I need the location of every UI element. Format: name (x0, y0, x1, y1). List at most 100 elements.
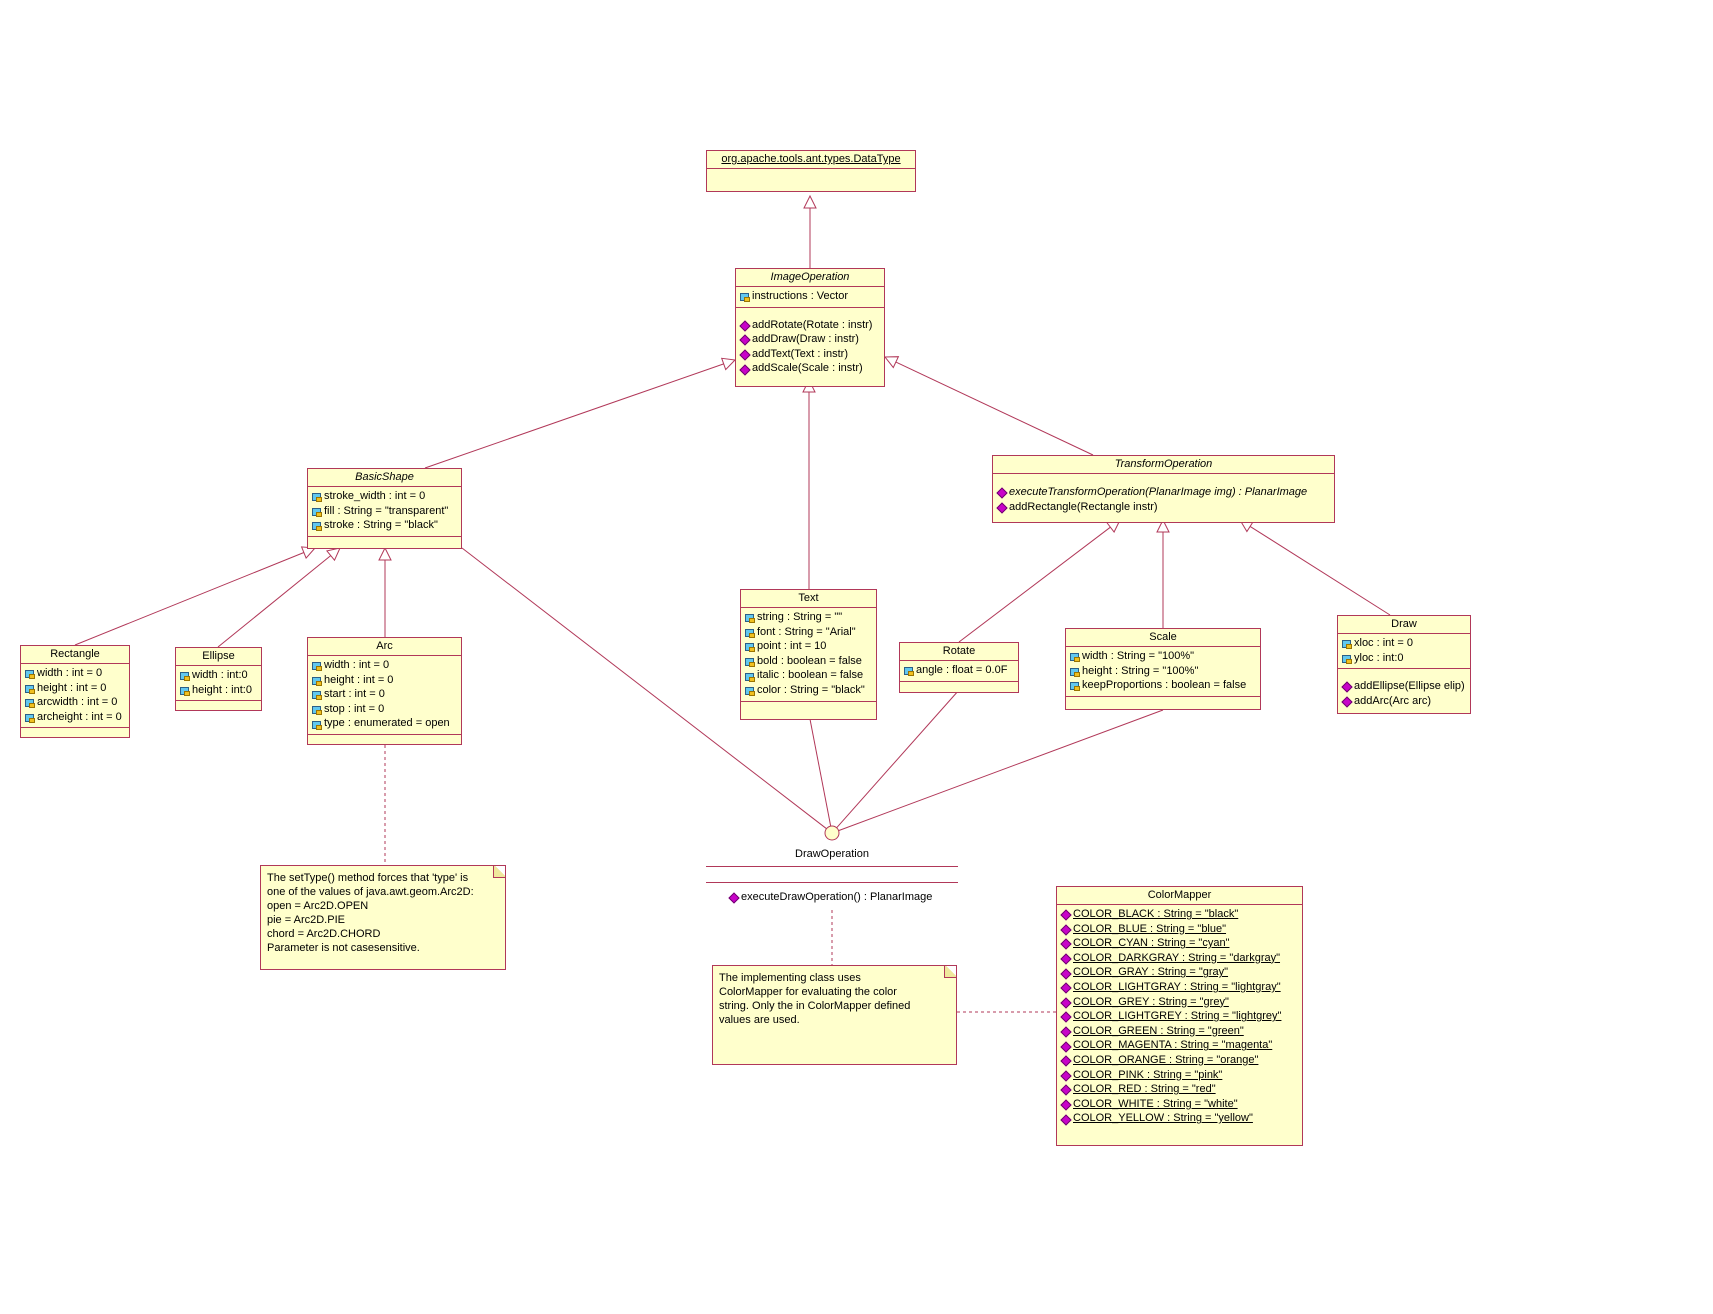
class-title: Text (798, 592, 819, 604)
attribute-row: stroke : String = "black" (311, 518, 459, 533)
interface-name: DrawOperation (795, 848, 869, 860)
class-rotate[interactable]: Rotate angle : float = 0.0F (899, 642, 1019, 693)
operation-icon (1060, 997, 1070, 1007)
arrowhead (720, 357, 737, 371)
operation-row: COLOR_PINK : String = "pink" (1060, 1068, 1300, 1083)
empty-compartment (707, 168, 915, 191)
interface-operations: executeDrawOperation() : PlanarImage (706, 883, 958, 905)
attribute-row: instructions : Vector (739, 289, 882, 304)
attribute-row: stroke_width : int = 0 (311, 489, 459, 504)
attribute-icon (311, 704, 322, 716)
generalization-transformoperation-to-imageoperation (895, 361, 1094, 456)
interface-drawoperation[interactable]: DrawOperation executeDrawOperation() : P… (706, 846, 958, 905)
operation-row: COLOR_GRAY : String = "gray" (1060, 965, 1300, 980)
operation-icon (1060, 953, 1070, 963)
operation-row: COLOR_GREEN : String = "green" (1060, 1024, 1300, 1039)
member-text: angle : float = 0.0F (916, 664, 1008, 676)
member-text: height : int = 0 (324, 673, 394, 686)
member-text: COLOR_DARKGRAY : String = "darkgray" (1073, 951, 1281, 964)
operation-row: COLOR_MAGENTA : String = "magenta" (1060, 1038, 1300, 1053)
attributes-compartment: instructions : Vector (736, 286, 884, 307)
member-text: addArc(Arc arc) (1354, 694, 1432, 707)
operation-icon (996, 487, 1006, 497)
empty-compartment (176, 700, 261, 710)
member-text: start : int = 0 (324, 688, 385, 701)
note-line: pie = Arc2D.PIE (267, 914, 345, 926)
class-datatype[interactable]: org.apache.tools.ant.types.DataType (706, 150, 916, 192)
member-text: COLOR_MAGENTA : String = "magenta" (1073, 1039, 1273, 1052)
operation-row: COLOR_BLUE : String = "blue" (1060, 922, 1300, 937)
attribute-row: type : enumerated = open (311, 716, 459, 731)
drawoperation-interface-circle (824, 825, 840, 841)
note-line: string. Only the in ColorMapper defined (719, 1000, 911, 1012)
operation-icon (1060, 1084, 1070, 1094)
class-title: BasicShape (355, 471, 414, 483)
operation-row: addDraw(Draw : instr) (739, 332, 882, 347)
generalization-draw-to-transformoperation (1249, 525, 1391, 616)
attribute-icon (179, 685, 190, 696)
attribute-row: width : int:0 (179, 668, 259, 683)
operation-icon (1060, 938, 1070, 948)
arrowhead (378, 546, 392, 561)
attribute-icon (311, 660, 322, 672)
generalization-basicshape-to-imageoperation (424, 363, 724, 469)
attribute-icon (1069, 680, 1080, 692)
attribute-row: archeight : int = 0 (24, 710, 127, 725)
operation-icon (1341, 696, 1351, 706)
attribute-row: yloc : int:0 (1341, 651, 1468, 666)
member-text: COLOR_GRAY : String = "gray" (1073, 966, 1229, 979)
member-text: color : String = "black" (757, 683, 865, 696)
member-text: addEllipse(Ellipse elip) (1354, 680, 1465, 693)
attribute-row: height : int = 0 (24, 681, 127, 696)
member-text: point : int = 10 (757, 640, 827, 653)
operation-icon (739, 364, 749, 374)
member-text: COLOR_BLACK : String = "black" (1073, 908, 1239, 920)
member-text: addDraw(Draw : instr) (752, 333, 859, 346)
attribute-icon (744, 641, 755, 653)
empty-compartment (308, 535, 461, 548)
attribute-row: start : int = 0 (311, 687, 459, 702)
attribute-icon (1069, 666, 1080, 677)
attribute-icon (24, 712, 35, 724)
member-text: italic : boolean = false (757, 669, 864, 682)
class-text[interactable]: Text string : String = ""font : String =… (740, 589, 877, 720)
operation-row: COLOR_LIGHTGRAY : String = "lightgray" (1060, 980, 1300, 995)
member-text: COLOR_BLUE : String = "blue" (1073, 922, 1227, 935)
member-text: addRectangle(Rectangle instr) (1009, 500, 1158, 513)
class-transformoperation[interactable]: TransformOperation executeTransformOpera… (992, 455, 1335, 524)
attribute-row: width : int = 0 (24, 666, 127, 681)
attribute-icon (311, 689, 322, 701)
operation-icon (728, 892, 738, 902)
operation-row: addScale(Scale : instr) (739, 361, 882, 376)
note-fold-corner (944, 966, 956, 978)
operation-icon (1060, 982, 1070, 992)
note-line: values are used. (719, 1014, 800, 1026)
member-text: archeight : int = 0 (37, 710, 122, 723)
attribute-icon (739, 291, 750, 303)
class-imageoperation[interactable]: ImageOperation instructions : Vector add… (735, 268, 885, 387)
member-text: COLOR_LIGHTGREY : String = "lightgrey" (1073, 1010, 1282, 1023)
attribute-row: font : String = "Arial" (744, 625, 874, 640)
operation-row: COLOR_WHITE : String = "white" (1060, 1097, 1300, 1112)
member-text: COLOR_PINK : String = "pink" (1073, 1068, 1223, 1081)
class-scale[interactable]: Scale width : String = "100%"height : St… (1065, 628, 1261, 710)
operation-icon (1060, 924, 1070, 934)
member-text: stroke_width : int = 0 (324, 490, 426, 502)
arrowhead (325, 547, 341, 562)
note-arc-settype[interactable]: The setType() method forces that 'type' … (260, 865, 506, 970)
note-line: Parameter is not casesensitive. (267, 942, 420, 954)
member-text: height : int = 0 (37, 681, 107, 694)
class-colormapper[interactable]: ColorMapper COLOR_BLACK : String = "blac… (1056, 886, 1303, 1146)
member-text: width : int = 0 (324, 659, 390, 671)
class-title: ColorMapper (1147, 889, 1212, 901)
member-text: addText(Text : instr) (752, 347, 848, 360)
attributes-compartment: width : int = 0 height : int = 0 start : i… (308, 655, 461, 734)
